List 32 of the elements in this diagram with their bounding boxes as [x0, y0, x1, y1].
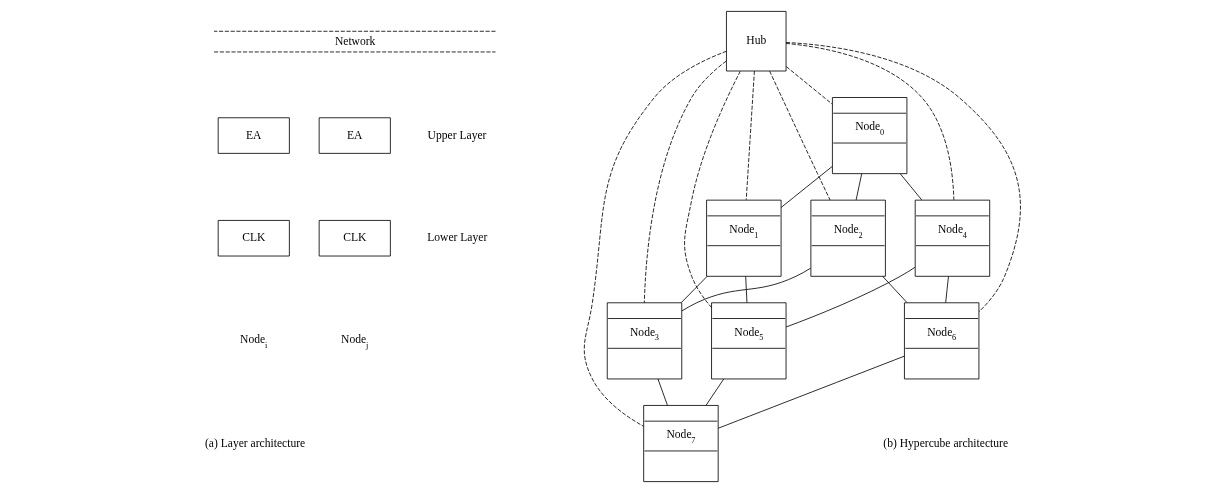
- label: Upper Layer: [427, 128, 486, 142]
- node-box: EA: [217, 117, 290, 154]
- label: (b) Hypercube architecture: [882, 436, 1008, 450]
- label: (a) Layer architecture: [204, 436, 305, 450]
- connector: [899, 173, 922, 201]
- connector: [768, 70, 830, 201]
- connector: [944, 275, 949, 303]
- connector: [785, 42, 1021, 313]
- connector: [681, 267, 811, 312]
- connector: [583, 50, 727, 427]
- connector: [785, 266, 915, 328]
- label: Lower Layer: [426, 231, 487, 245]
- connector: [785, 66, 833, 105]
- connector: [705, 378, 724, 406]
- node-text: Network: [334, 34, 375, 48]
- label: Node$_{i}$: [239, 333, 267, 350]
- label: Node$_{j}$: [340, 333, 368, 350]
- connector: [881, 275, 907, 303]
- node-box: CLK: [217, 220, 290, 257]
- connector: [643, 60, 727, 304]
- connector: [785, 43, 954, 201]
- node-box: EA: [318, 117, 391, 154]
- node-box: CLK: [318, 220, 391, 257]
- connector: [855, 173, 862, 201]
- connector: [780, 166, 833, 208]
- connector: [657, 378, 668, 406]
- connector: [744, 275, 747, 303]
- node-box: Hub: [725, 11, 786, 72]
- connector: [680, 275, 708, 303]
- connector: [717, 355, 905, 429]
- connector: [683, 70, 741, 308]
- connector: [745, 70, 755, 201]
